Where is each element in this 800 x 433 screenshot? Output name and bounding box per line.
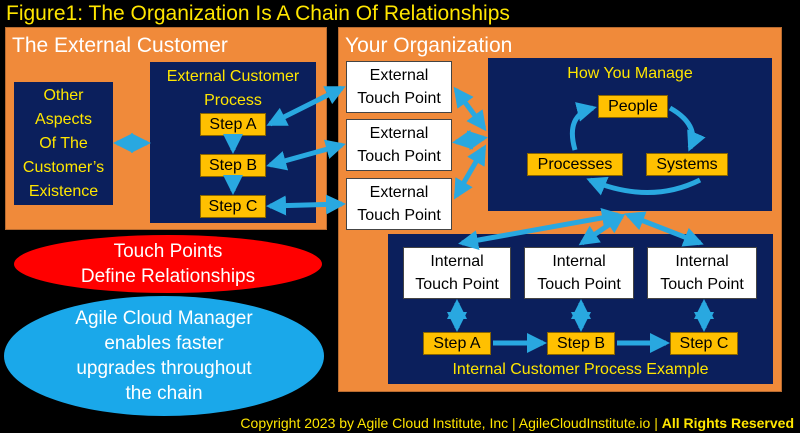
touch-point-line: Internal xyxy=(675,253,729,270)
other-aspects-box: Other Aspects Of The Customer’s Existenc… xyxy=(14,82,113,205)
external-touch-point-2: External Touch Point xyxy=(346,119,452,171)
copyright-text: Copyright 2023 by Agile Cloud Institute,… xyxy=(240,415,662,431)
touch-point-line: Touch Point xyxy=(357,148,441,165)
agile-cloud-manager-ellipse: Agile Cloud Manager enables faster upgra… xyxy=(4,296,324,416)
touch-point-line: Touch Point xyxy=(357,90,441,107)
your-organization-title: Your Organization xyxy=(345,34,513,57)
other-aspects-line: Existence xyxy=(28,183,99,200)
other-aspects-line: Other xyxy=(43,87,84,104)
how-you-manage-box: How You Manage xyxy=(488,58,772,211)
ellipse-line: Agile Cloud Manager xyxy=(75,308,253,329)
touch-points-ellipse: Touch Points Define Relationships xyxy=(14,235,322,293)
touch-point-line: Internal xyxy=(430,253,484,270)
touch-point-line: External xyxy=(369,184,429,201)
internal-step-b: Step B xyxy=(547,332,615,355)
internal-step-c: Step C xyxy=(670,332,738,355)
ellipse-line: Define Relationships xyxy=(80,266,256,287)
ellipse-line: enables faster xyxy=(104,333,224,354)
external-step-c: Step C xyxy=(200,195,266,218)
touch-point-line: Touch Point xyxy=(537,276,621,293)
processes-box: Processes xyxy=(527,153,623,176)
external-customer-title: The External Customer xyxy=(12,34,228,57)
external-touch-point-3: External Touch Point xyxy=(346,178,452,230)
touch-point-line: Internal xyxy=(552,253,606,270)
internal-step-a: Step A xyxy=(423,332,491,355)
figure-title: Figure1: The Organization Is A Chain Of … xyxy=(6,2,510,25)
touch-point-line: Touch Point xyxy=(660,276,744,293)
external-step-a: Step A xyxy=(200,113,266,136)
ellipse-line: the chain xyxy=(125,383,203,404)
external-step-b: Step B xyxy=(200,154,266,177)
systems-box: Systems xyxy=(646,153,728,176)
people-box: People xyxy=(598,95,668,118)
touch-point-line: Touch Point xyxy=(415,276,499,293)
how-you-manage-title: How You Manage xyxy=(567,65,693,82)
internal-touch-point-2: Internal Touch Point xyxy=(524,247,634,299)
touch-point-line: External xyxy=(369,125,429,142)
internal-touch-point-1: Internal Touch Point xyxy=(403,247,511,299)
other-aspects-line: Aspects xyxy=(35,111,92,128)
internal-touch-point-3: Internal Touch Point xyxy=(647,247,757,299)
touch-point-line: Touch Point xyxy=(357,207,441,224)
ellipse-line: upgrades throughout xyxy=(76,358,252,379)
internal-process-label: Internal Customer Process Example xyxy=(452,361,709,378)
other-aspects-line: Customer’s xyxy=(22,159,105,176)
copyright-footer: Copyright 2023 by Agile Cloud Institute,… xyxy=(240,415,794,431)
process-title-line: Process xyxy=(204,92,262,109)
ellipse-line: Touch Points xyxy=(113,241,223,262)
process-title-line: External Customer xyxy=(166,68,300,85)
rights-reserved: All Rights Reserved xyxy=(661,415,794,431)
external-touch-point-1: External Touch Point xyxy=(346,61,452,113)
touch-point-line: External xyxy=(369,67,429,84)
other-aspects-line: Of The xyxy=(39,135,88,152)
